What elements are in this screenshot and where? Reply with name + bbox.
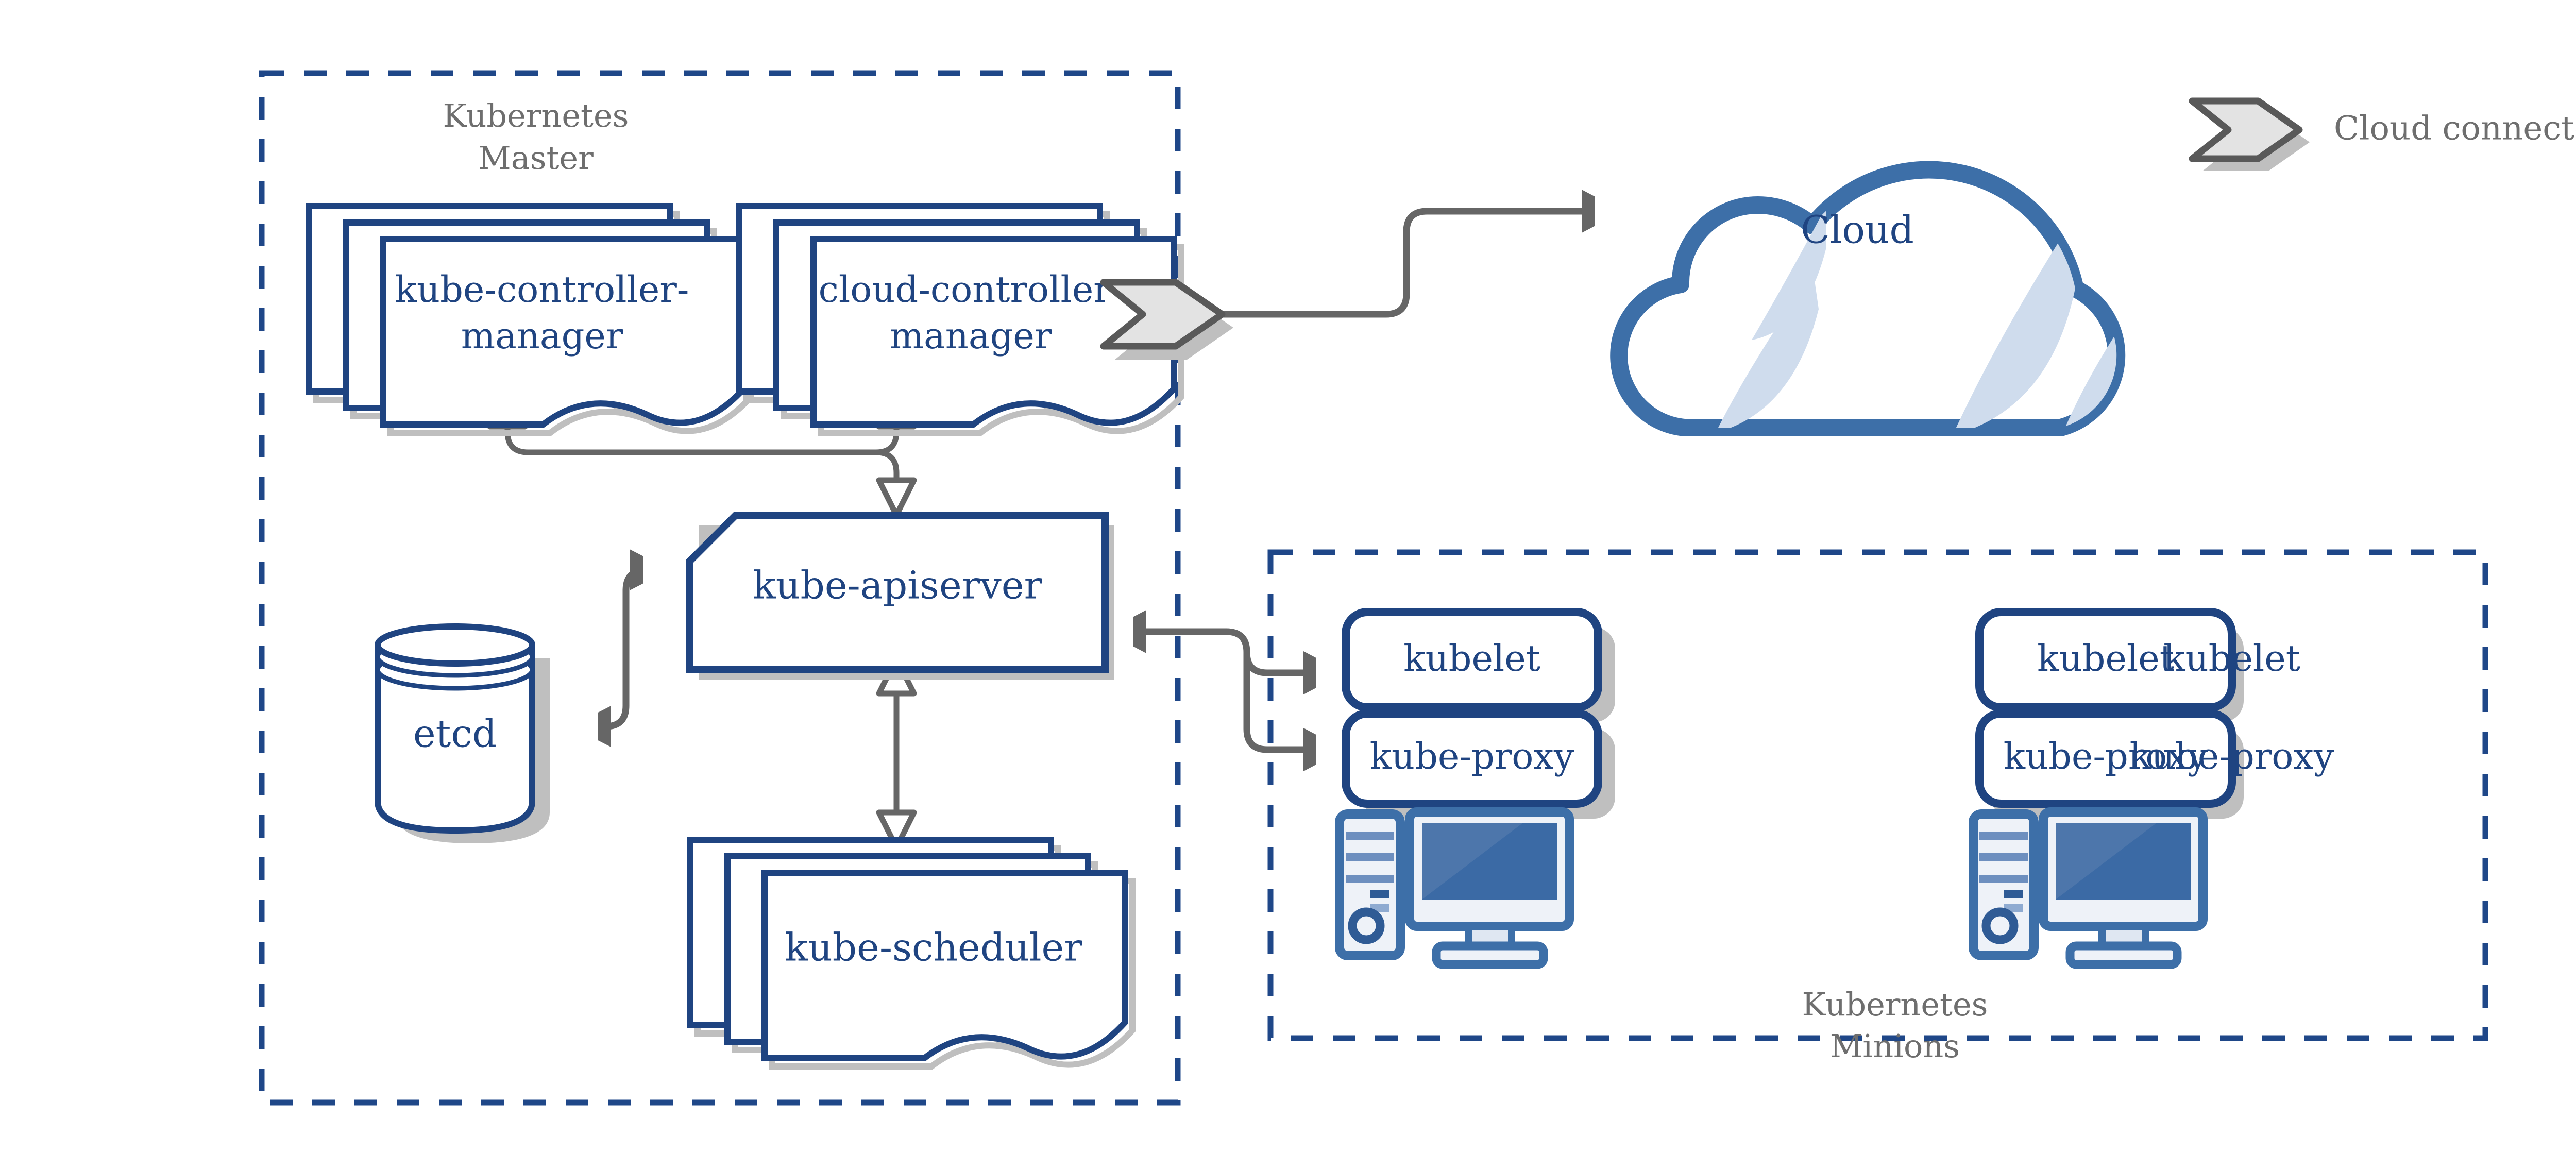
minion-1-kubelet-box[interactable] [1342,608,1602,711]
zone-kubernetes-master: Kubernetes Master [259,70,1181,1106]
legend-label: Cloud connector [2334,110,2576,148]
connector-apiserver-to-scheduler [876,655,917,851]
kube-controller-manager-label-line2: manager [461,315,623,357]
connector-apiserver-to-etcd [565,549,676,747]
minion-1-kubelet-label: kubelet [1403,637,1540,680]
node-kube-scheduler[interactable]: kube-scheduler [687,837,1136,1070]
minion-2-kubelet-box[interactable] [1975,608,2236,711]
minion-1-kubeproxy-box[interactable] [1342,709,1602,808]
minion-1-computer-icon [1335,807,1574,969]
master-zone-label-line1: Kubernetes [443,97,629,134]
connector-apiserver-to-minions [1100,610,1350,771]
minions-zone-border [1267,549,2488,1041]
minion-3-kubeproxy-label: kube-proxy [2130,735,2334,777]
zone-kubernetes-minions: Kubernetes Minions [1267,549,2488,1065]
arrowhead-down-to-scheduler [876,809,917,851]
node-etcd[interactable]: etcd [375,623,550,843]
minion-node-1: kubelet kube-proxy [1335,608,1615,969]
minion-node-3: kubelet kube-proxy [2130,637,2334,777]
arrowhead-down-to-apiserver [876,477,917,518]
minion-1-kubeproxy-label: kube-proxy [1370,735,1574,777]
minion-2-computer-icon [1969,807,2208,969]
cloud-connector-icon [2189,97,2303,162]
etcd-label: etcd [413,711,497,756]
minion-node-2: kubelet kube-proxy [1969,608,2244,969]
minion-2-kubeproxy-box[interactable] [1975,709,2236,808]
kube-scheduler-label: kube-scheduler [785,925,1082,970]
master-zone-label-line2: Master [478,139,594,177]
cloud-connector-icon-inline[interactable] [1100,279,1233,360]
legend-cloud-connector: Cloud connector [2189,97,2576,171]
node-kube-controller-manager[interactable]: kube-controller- manager [306,203,754,436]
minion-3-kubelet-label: kubelet [2163,637,2300,680]
minions-zone-label-line1: Kubernetes [1802,986,1988,1023]
minions-zone-label-line2: Minions [1830,1027,1960,1065]
kube-apiserver-label: kube-apiserver [753,563,1043,607]
node-kube-apiserver[interactable]: kube-apiserver [686,512,1114,680]
cloud-label: Cloud [1801,208,1914,252]
node-cloud[interactable]: Cloud [1610,53,2138,438]
connector-to-cloud [1212,190,1628,318]
cloud-controller-manager-label-line1: cloud-controller- [819,268,1123,311]
minion-2-kubelet-label: kubelet [2037,637,2174,680]
cloud-controller-manager-label-line2: manager [890,315,1052,357]
node-cloud-controller-manager[interactable]: cloud-controller- manager [736,203,1184,436]
minion-2-kubeproxy-label: kube-proxy [2004,735,2208,777]
kube-controller-manager-label-line1: kube-controller- [395,268,689,311]
